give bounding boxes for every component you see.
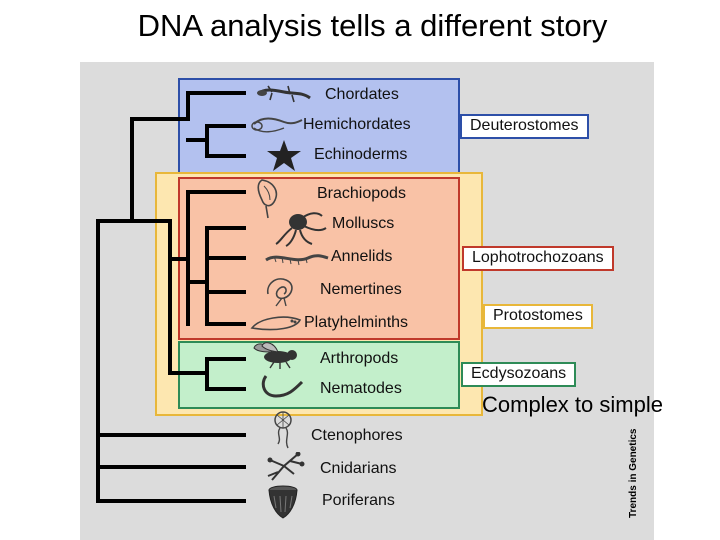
slide-title: DNA analysis tells a different story: [137, 8, 608, 43]
nemertine-icon: [266, 278, 293, 307]
ecdysozoans-label: Ecdysozoans: [461, 362, 577, 387]
taxon-nematodes: Nematodes: [320, 380, 402, 397]
tree-branch: [96, 433, 246, 437]
taxon-brachiopods: Brachiopods: [317, 185, 406, 202]
tree-branch: [205, 256, 246, 260]
lizard-icon: [256, 85, 311, 103]
tree-branch: [205, 124, 246, 128]
tree-branch: [168, 257, 188, 261]
taxon-ctenophores: Ctenophores: [311, 427, 403, 444]
figure-credit: Trends in Genetics: [628, 428, 639, 518]
taxon-poriferans: Poriferans: [322, 492, 395, 509]
tree-branch: [186, 91, 190, 121]
annelid-worm-icon: [265, 254, 329, 266]
tree-branch: [96, 219, 132, 223]
tree-branch: [205, 226, 209, 326]
brachiopod-icon: [257, 179, 278, 219]
octopus-icon: [275, 212, 327, 247]
taxon-nemertines: Nemertines: [320, 281, 402, 298]
acorn-worm-icon: [251, 117, 303, 133]
taxon-arthropods: Arthropods: [320, 350, 399, 367]
tree-branch: [186, 190, 246, 194]
tree-branch: [205, 154, 246, 158]
nematode-icon: [261, 375, 304, 398]
tree-branch: [205, 322, 246, 326]
tree-branch: [186, 138, 208, 142]
tree-branch: [96, 465, 246, 469]
flatworm-icon: [250, 316, 302, 331]
tree-branch: [186, 280, 208, 284]
cnidarian-icon: [267, 452, 305, 481]
taxon-echinoderms: Echinoderms: [314, 146, 408, 163]
tree-branch: [130, 117, 134, 223]
tree-branch: [205, 357, 246, 361]
taxon-hemichordates: Hemichordates: [303, 116, 411, 133]
tree-branch: [168, 219, 172, 375]
tree-branch: [168, 371, 206, 375]
slide-note: Complex to simple: [482, 392, 663, 417]
fly-icon: [253, 342, 297, 369]
taxon-cnidarians: Cnidarians: [320, 460, 397, 477]
tree-branch: [96, 499, 246, 503]
taxon-molluscs: Molluscs: [332, 215, 395, 232]
taxon-platyhelminths: Platyhelminths: [304, 314, 409, 331]
tree-branch: [205, 290, 246, 294]
tree-branch: [205, 357, 209, 391]
tree-branch: [130, 219, 170, 223]
deuterostomes-label: Deuterostomes: [460, 114, 589, 139]
tree-branch: [186, 91, 246, 95]
ecdysozoans-box: [178, 341, 460, 409]
tree-branch: [186, 190, 190, 326]
ctenophore-icon: [274, 411, 292, 449]
taxon-annelids: Annelids: [331, 248, 393, 265]
tree-branch: [205, 387, 246, 391]
tree-branch: [130, 117, 188, 121]
tree-branch: [205, 226, 246, 230]
starfish-icon: [267, 140, 301, 171]
lophotrochozoans-label: Lophotrochozoans: [462, 246, 614, 271]
protostomes-label: Protostomes: [483, 304, 593, 329]
sponge-icon: [268, 485, 298, 519]
taxon-chordates: Chordates: [325, 86, 399, 103]
tree-branch: [96, 219, 100, 501]
